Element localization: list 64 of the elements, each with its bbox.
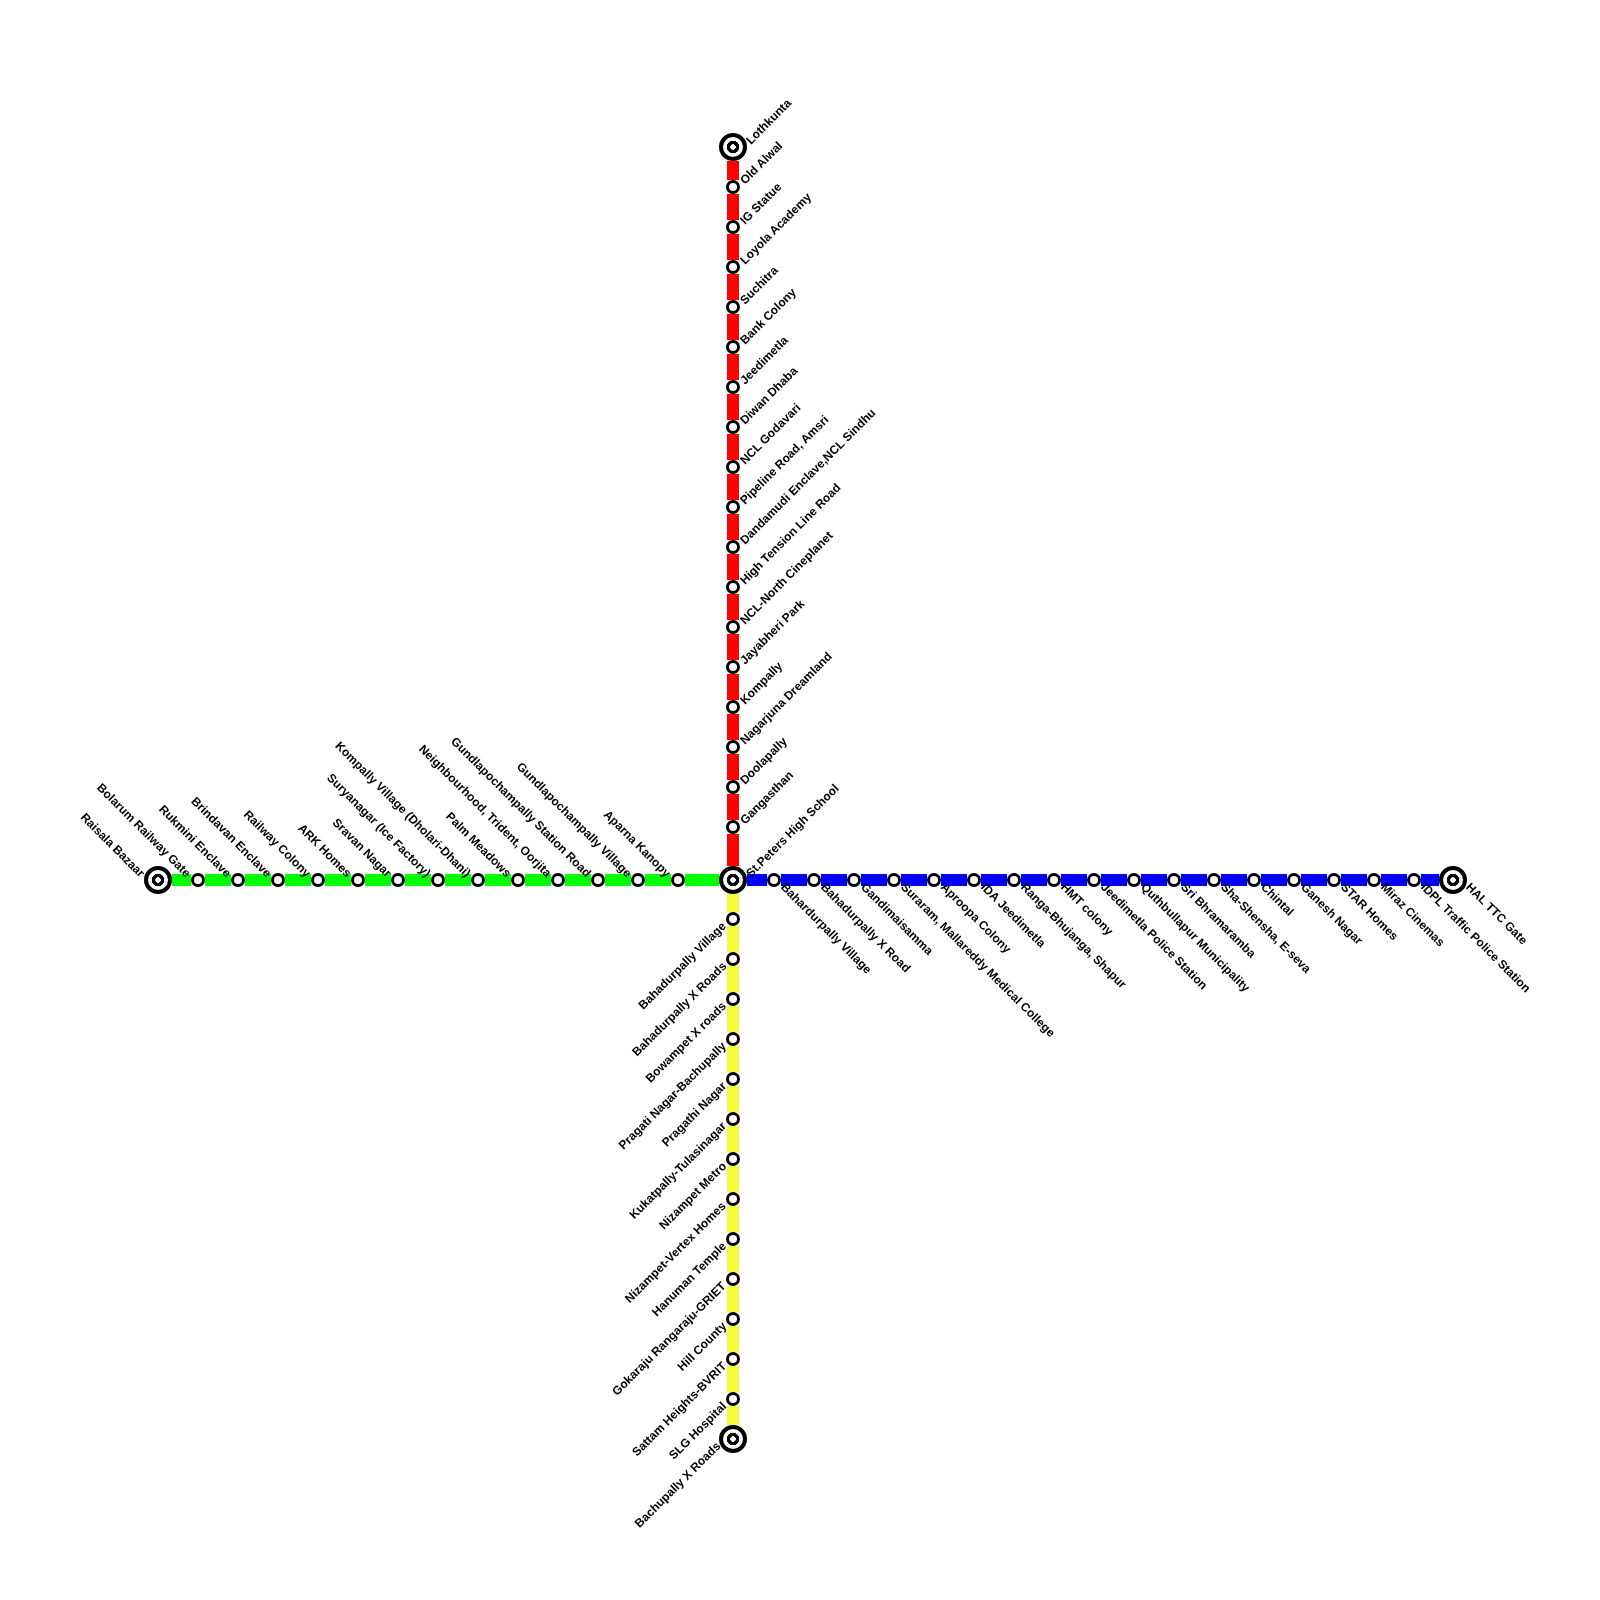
rail-line (727, 1166, 739, 1192)
rail-line (645, 874, 671, 886)
rail-line (285, 874, 311, 886)
rail-line (727, 674, 739, 700)
rail-line (727, 966, 739, 992)
rail-line (727, 926, 739, 952)
rail-line (727, 1206, 739, 1232)
rail-line (1101, 874, 1127, 886)
rail-line (1141, 874, 1167, 886)
rail-line (727, 1086, 739, 1112)
rail-line (727, 1246, 739, 1272)
rail-line (685, 874, 719, 886)
rail-line (901, 874, 927, 886)
rail-line (727, 1406, 739, 1425)
rail-line (781, 874, 807, 886)
rail-line (727, 1286, 739, 1312)
rail-line (727, 1006, 739, 1032)
rail-line (1181, 874, 1207, 886)
rail-line (1381, 874, 1407, 886)
rail-line (727, 1046, 739, 1072)
rail-line (727, 554, 739, 580)
rail-line (727, 314, 739, 340)
rail-line (727, 274, 739, 300)
rail-line (445, 874, 471, 886)
rail-line (727, 474, 739, 500)
rail-line (727, 1126, 739, 1152)
rail-line (1341, 874, 1367, 886)
rail-line (727, 894, 739, 912)
rail-line (727, 354, 739, 380)
rail-line (565, 874, 591, 886)
rail-line (861, 874, 887, 886)
rail-line (727, 634, 739, 660)
rail-line (747, 874, 767, 886)
rail-line (325, 874, 351, 886)
rail-line (1221, 874, 1247, 886)
rail-line (1261, 874, 1287, 886)
rail-line (981, 874, 1007, 886)
rail-line (727, 794, 739, 820)
rail-line (525, 874, 551, 886)
rail-line (727, 514, 739, 540)
rail-line (1421, 874, 1439, 886)
rail-line (727, 161, 739, 180)
rail-line (941, 874, 967, 886)
rail-line (485, 874, 511, 886)
rail-line (727, 834, 739, 866)
rail-line (245, 874, 271, 886)
rail-line (727, 434, 739, 460)
rail-line (727, 194, 739, 220)
rail-line (172, 874, 191, 886)
rail-line (727, 1366, 739, 1392)
rail-line (1301, 874, 1327, 886)
rail-line (727, 754, 739, 780)
rail-line (365, 874, 391, 886)
rail-line (727, 594, 739, 620)
rail-line (405, 874, 431, 886)
rail-line (205, 874, 231, 886)
rail-line (821, 874, 847, 886)
rail-line (1021, 874, 1047, 886)
rail-line (1061, 874, 1087, 886)
rail-line (727, 234, 739, 260)
rail-line (727, 394, 739, 420)
rail-line (727, 714, 739, 740)
rail-line (727, 1326, 739, 1352)
rail-line (605, 874, 631, 886)
